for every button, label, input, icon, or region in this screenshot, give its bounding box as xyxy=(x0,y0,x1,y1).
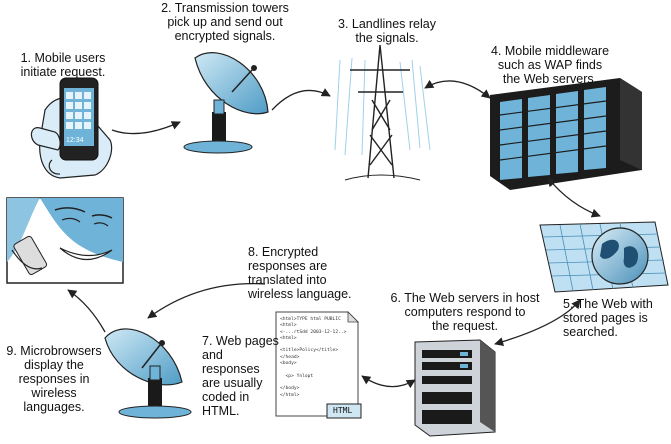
html-code-line: </html> xyxy=(280,392,300,398)
step-9-label: 9. Microbrowsers display the responses i… xyxy=(4,344,104,414)
step-7-line: coded in xyxy=(202,390,250,404)
step-4-line: such as WAP finds xyxy=(497,58,603,72)
step-2-label: 2. Transmission towers pick up and send … xyxy=(150,1,300,43)
step-7-line: and xyxy=(202,348,223,362)
step-4-line: the Web servers. xyxy=(502,72,598,86)
html-document-icon xyxy=(275,311,362,419)
step-6-line: 6. The Web servers in host xyxy=(390,291,540,305)
arrow-to-8 xyxy=(147,282,266,319)
step-8-label: 8. Encrypted responses are translated in… xyxy=(248,245,352,301)
html-code-line: <body> xyxy=(280,361,297,367)
step-5-line: searched. xyxy=(563,325,618,339)
html-code-lines: <html>TYPE html PUBLIC<html><-...rtSdd 2… xyxy=(280,317,348,399)
step-9-line: responses in xyxy=(18,372,90,386)
satellite-dish-icon xyxy=(183,52,269,154)
step-8-line: 8. Encrypted xyxy=(248,245,319,259)
html-code-line: </head> xyxy=(280,354,300,360)
flow-arrows xyxy=(67,79,601,389)
arrow-6-to-7 xyxy=(361,375,416,389)
step-7-label: 7. Web pages and responses are usually c… xyxy=(202,334,279,418)
html-code-line: <html> xyxy=(280,335,297,341)
globe-keyboard-icon xyxy=(539,221,669,293)
step-2-line: encrypted signals. xyxy=(174,29,276,43)
step-5-line: 5. The Web with xyxy=(563,297,653,311)
arrow-5-to-6 xyxy=(494,299,581,347)
html-code-line: <title>Policy</title> xyxy=(280,348,339,354)
step-9-line: 9. Microbrowsers xyxy=(6,344,102,358)
step-1-line: 1. Mobile users xyxy=(20,51,106,65)
hand-phone-icon xyxy=(30,77,113,179)
smiling-user-phone-icon xyxy=(6,197,124,284)
step-7-line: 7. Web pages xyxy=(202,334,279,348)
step-8-line: responses are xyxy=(248,259,328,273)
html-code-line: <p> Ynlopt xyxy=(280,373,314,379)
html-code-line: <-...rtSdd 2003-12-12..> xyxy=(280,329,347,335)
html-code-line: <html>TYPE html PUBLIC xyxy=(280,317,341,322)
step-6-line: the request. xyxy=(431,319,498,333)
step-8-line: wireless language. xyxy=(248,287,352,301)
step-2-line: pick up and send out xyxy=(167,15,283,29)
step-5-label: 5. The Web with stored pages is searched… xyxy=(563,297,653,339)
step-7-line: responses xyxy=(202,362,260,376)
step-1-line: initiate request. xyxy=(20,65,106,79)
step-6-label: 6. The Web servers in host computers res… xyxy=(380,291,550,333)
html-code-block: <html>TYPE html PUBLIC<html><-...rtSdd 2… xyxy=(280,317,348,399)
step-1-label: 1. Mobile users initiate request. xyxy=(8,51,118,79)
arrow-3-to-4 xyxy=(424,79,491,99)
step-7-line: HTML. xyxy=(202,404,240,418)
html-badge: HTML xyxy=(333,406,353,415)
step-3-line: the signals. xyxy=(355,31,419,45)
arrow-1-to-2 xyxy=(111,121,181,135)
phone-screen-text: 12:34 xyxy=(66,137,84,144)
server-tower-icon xyxy=(414,339,496,437)
step-4-line: 4. Mobile middleware xyxy=(490,44,610,58)
satellite-dish-icon xyxy=(104,328,192,419)
step-8-line: translated into xyxy=(248,273,327,287)
arrow-to-9 xyxy=(67,289,106,333)
arrow-2-to-3 xyxy=(271,88,331,111)
step-3-line: 3. Landlines relay xyxy=(338,17,436,31)
transmission-tower-icon xyxy=(334,44,431,181)
arrow-4-to-5 xyxy=(547,177,601,218)
step-5-line: stored pages is xyxy=(563,311,648,325)
step-7-line: are usually xyxy=(202,376,263,390)
step-9-line: languages. xyxy=(23,400,85,414)
step-2-line: 2. Transmission towers xyxy=(161,1,289,15)
step-9-line: display the xyxy=(24,358,84,372)
step-9-line: wireless xyxy=(31,386,77,400)
step-3-label: 3. Landlines relay the signals. xyxy=(332,17,442,45)
html-code-line: </body> xyxy=(280,386,300,392)
server-rack-icon xyxy=(490,78,642,190)
html-code-line: <html> xyxy=(280,323,297,329)
step-4-label: 4. Mobile middleware such as WAP finds t… xyxy=(480,44,620,86)
step-6-line: computers respond to xyxy=(404,305,526,319)
